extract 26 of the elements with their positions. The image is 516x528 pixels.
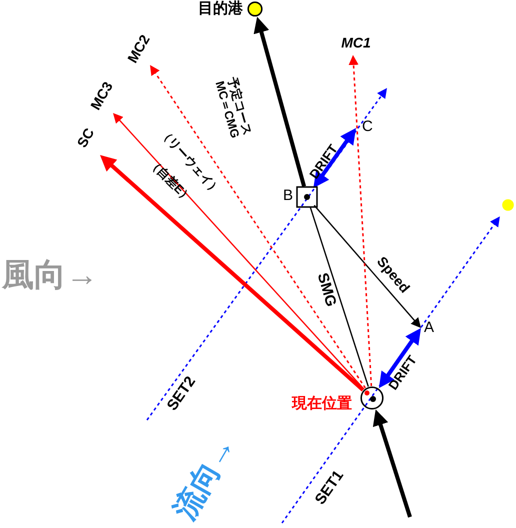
current-direction-label: 流向→: [168, 430, 242, 526]
arrow: [150, 65, 366, 388]
arrow: [100, 155, 364, 392]
waypoint-circle: [247, 1, 263, 17]
arrow: [348, 55, 372, 386]
position-box: [296, 186, 318, 208]
course-label: SC: [74, 126, 98, 150]
point-label: A: [424, 320, 440, 338]
arrow: [372, 409, 412, 518]
point-label: B: [282, 188, 293, 204]
arrow: [313, 128, 356, 188]
arrow: [378, 328, 421, 388]
edge-label: SMG: [313, 271, 339, 309]
edge-label: 予定コース MC＝CMG: [211, 74, 256, 142]
place-label: 現在位置: [292, 396, 352, 412]
line: [310, 207, 369, 387]
arrow: [281, 216, 500, 524]
arrow: [254, 16, 306, 187]
waypoint-circle: [501, 198, 515, 212]
place-label: 目的港: [198, 1, 243, 18]
point-label: C: [362, 119, 378, 137]
course-label: MC1: [341, 35, 371, 51]
wind-direction-label: 風向→: [2, 257, 98, 293]
arrow: [113, 113, 364, 390]
position-marker: [360, 386, 384, 410]
arrow: [314, 204, 421, 328]
